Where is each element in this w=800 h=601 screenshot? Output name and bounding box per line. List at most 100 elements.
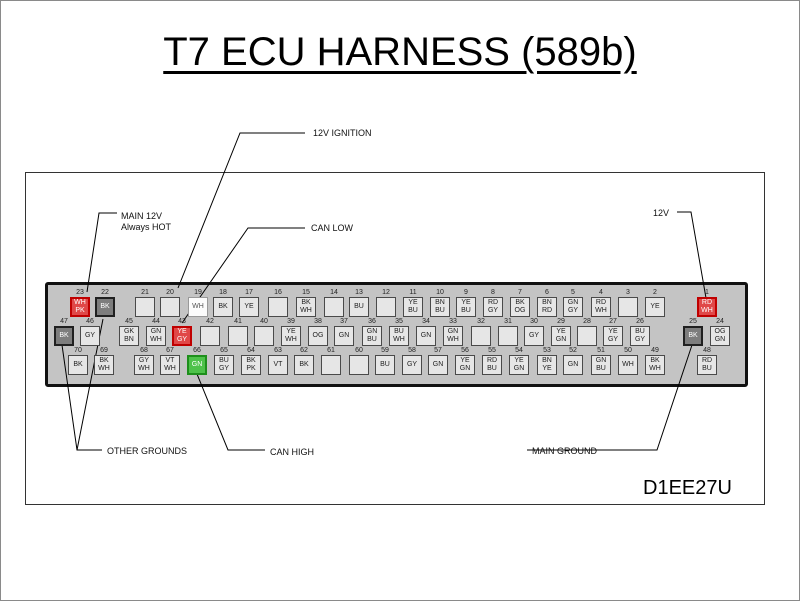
pin-41	[228, 326, 248, 346]
pin-69: BK WH	[94, 355, 114, 375]
pin-number: 46	[86, 318, 94, 325]
pin-44: GN WH	[146, 326, 166, 346]
pin-56: YE GN	[455, 355, 475, 375]
label-can-high: CAN HIGH	[270, 447, 315, 457]
pin-31	[498, 326, 518, 346]
pin-30: GY	[524, 326, 544, 346]
pin-9: YE BU	[456, 297, 476, 317]
pin-number: 1	[705, 289, 709, 296]
pin-number: 61	[327, 347, 335, 354]
pin-number: 8	[491, 289, 495, 296]
pin-48: RD BU	[697, 355, 717, 375]
pin-number: 26	[636, 318, 644, 325]
pin-number: 17	[245, 289, 253, 296]
pin-10: BN BU	[430, 297, 450, 317]
label-12v-ignition: 12V IGNITION	[313, 128, 372, 138]
pin-64: BK PK	[241, 355, 261, 375]
leader-main-ground	[527, 344, 693, 451]
leader-main-12v	[86, 212, 117, 293]
pin-12	[376, 297, 396, 317]
pin-20	[160, 297, 180, 317]
pin-58: GY	[402, 355, 422, 375]
pin-62: BK	[294, 355, 314, 375]
pin-7: BK OG	[510, 297, 530, 317]
pin-number: 43	[178, 318, 186, 325]
pin-52: GN	[563, 355, 583, 375]
pin-25: BK	[683, 326, 703, 346]
pin-60	[349, 355, 369, 375]
pin-55: RD BU	[482, 355, 502, 375]
pin-70: BK	[68, 355, 88, 375]
pin-number: 49	[651, 347, 659, 354]
pin-28	[577, 326, 597, 346]
pin-number: 37	[340, 318, 348, 325]
pin-54: YE GN	[509, 355, 529, 375]
pin-number: 36	[368, 318, 376, 325]
pin-38: OG	[308, 326, 328, 346]
pin-number: 27	[609, 318, 617, 325]
pin-5: GN GY	[563, 297, 583, 317]
leader-can-high	[196, 373, 265, 451]
leader-can-low	[181, 227, 305, 324]
pin-number: 69	[100, 347, 108, 354]
pin-32	[471, 326, 491, 346]
pin-number: 21	[141, 289, 149, 296]
pin-number: 2	[653, 289, 657, 296]
pin-16	[268, 297, 288, 317]
pin-33: GN WH	[443, 326, 463, 346]
pin-number: 50	[624, 347, 632, 354]
part-code: D1EE27U	[643, 477, 732, 499]
pin-22: BK	[95, 297, 115, 317]
pin-number: 65	[220, 347, 228, 354]
pin-11: YE BU	[403, 297, 423, 317]
pin-49: BK WH	[645, 355, 665, 375]
pin-number: 64	[247, 347, 255, 354]
pin-number: 40	[260, 318, 268, 325]
leader-12v	[677, 211, 707, 299]
pin-number: 5	[571, 289, 575, 296]
pin-27: YE GY	[603, 326, 623, 346]
pin-number: 45	[125, 318, 133, 325]
label-main-12v: MAIN 12V Always HOT	[121, 211, 172, 232]
pin-63: VT	[268, 355, 288, 375]
pin-number: 14	[330, 289, 338, 296]
pin-53: BN YE	[537, 355, 557, 375]
pin-68: GY WH	[134, 355, 154, 375]
pin-number: 29	[557, 318, 565, 325]
pin-13: BU	[349, 297, 369, 317]
label-can-low: CAN LOW	[311, 223, 354, 233]
pin-8: RD GY	[483, 297, 503, 317]
pin-51: GN BU	[591, 355, 611, 375]
pin-number: 16	[274, 289, 282, 296]
pin-number: 12	[382, 289, 390, 296]
pin-26: BU GY	[630, 326, 650, 346]
pin-number: 28	[583, 318, 591, 325]
pin-number: 10	[436, 289, 444, 296]
pin-46: GY	[80, 326, 100, 346]
pin-59: BU	[375, 355, 395, 375]
pin-29: YE GN	[551, 326, 571, 346]
pin-number: 22	[101, 289, 109, 296]
pin-number: 47	[60, 318, 68, 325]
pin-3	[618, 297, 638, 317]
pin-number: 44	[152, 318, 160, 325]
pin-number: 41	[234, 318, 242, 325]
pin-number: 51	[597, 347, 605, 354]
pin-number: 32	[477, 318, 485, 325]
pin-number: 23	[76, 289, 84, 296]
pin-number: 57	[434, 347, 442, 354]
page-title: T7 ECU HARNESS (589b)	[163, 30, 637, 74]
label-12v: 12V	[653, 208, 670, 218]
pin-66: GN	[187, 355, 207, 375]
pin-number: 18	[219, 289, 227, 296]
pin-number: 62	[300, 347, 308, 354]
pin-number: 4	[599, 289, 603, 296]
pin-number: 66	[193, 347, 201, 354]
pin-number: 67	[166, 347, 174, 354]
pin-number: 52	[569, 347, 577, 354]
pin-number: 53	[543, 347, 551, 354]
pin-number: 59	[381, 347, 389, 354]
pin-43: YE GY	[172, 326, 192, 346]
pin-67: VT WH	[160, 355, 180, 375]
